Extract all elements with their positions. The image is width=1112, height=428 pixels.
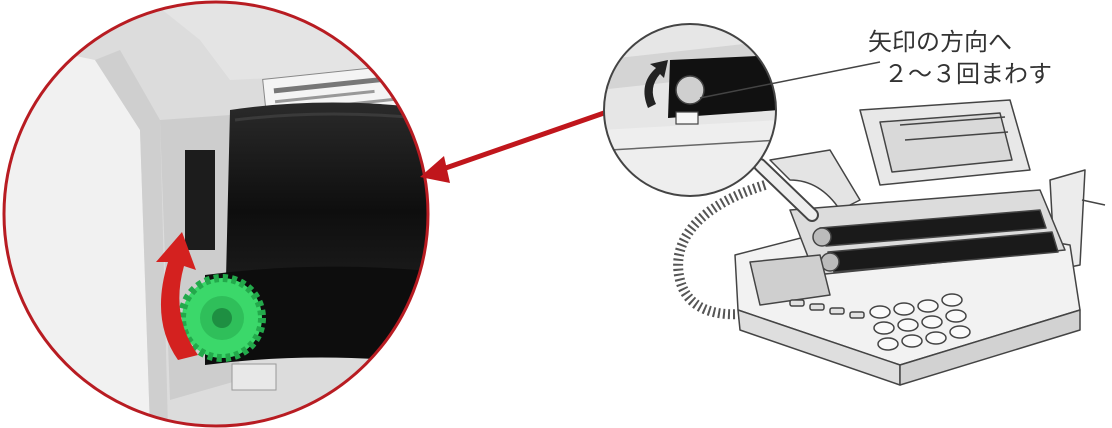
closeup-photo <box>0 0 440 428</box>
callout-line-1: 矢印の方向へ <box>868 28 1012 56</box>
instruction-callout: 矢印の方向へ ２～３回まわす <box>868 26 1052 90</box>
inset-magnifier <box>600 20 812 215</box>
gear-icon <box>182 278 262 358</box>
callout-line-2: ２～３回まわす <box>868 58 1052 90</box>
arrow-left-icon <box>420 113 604 183</box>
